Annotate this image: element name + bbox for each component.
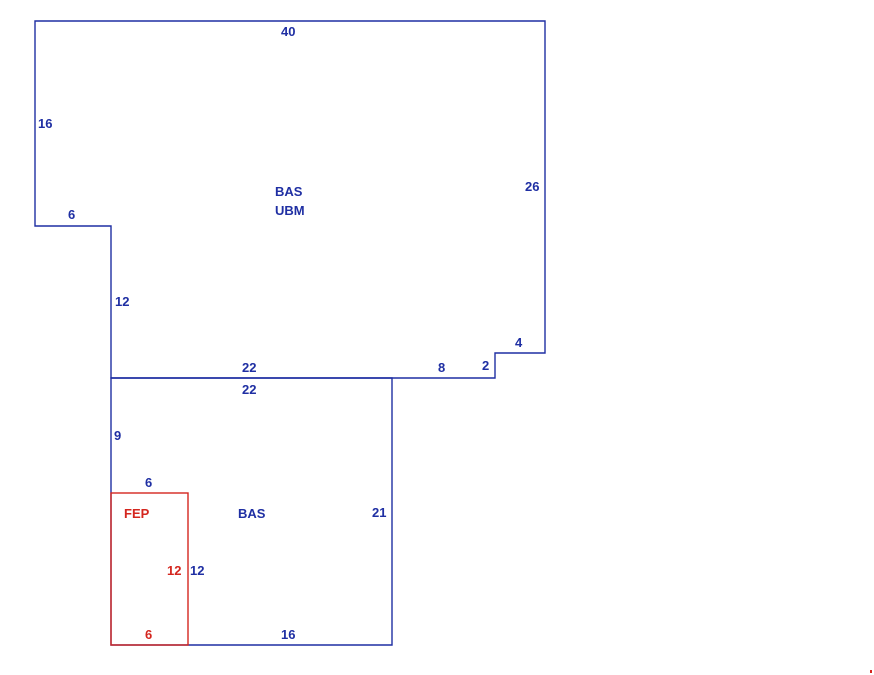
lower-dim-left: 9	[114, 428, 121, 443]
porch-dim-bottom: 6	[145, 627, 152, 642]
upper-dim-right-step: 4	[515, 335, 523, 350]
upper-area-code-1: BAS	[275, 184, 303, 199]
upper-dim-bottom: 22	[242, 360, 256, 375]
upper-dim-notch: 2	[482, 358, 489, 373]
upper-area-code-2: UBM	[275, 203, 305, 218]
upper-dim-left-step: 6	[68, 207, 75, 222]
lower-dim-porch-right: 12	[190, 563, 204, 578]
lower-dim-top: 22	[242, 382, 256, 397]
lower-area-code: BAS	[238, 506, 266, 521]
lower-dim-right: 21	[372, 505, 386, 520]
upper-area-outline	[34, 20, 546, 379]
upper-dim-right: 26	[525, 179, 539, 194]
upper-dim-left: 16	[38, 116, 52, 131]
lower-dim-bottom: 16	[281, 627, 295, 642]
porch-outline	[110, 492, 189, 646]
upper-dim-top: 40	[281, 24, 295, 39]
corner-mark	[870, 670, 872, 673]
porch-dim-right: 12	[167, 563, 181, 578]
lower-dim-porch-top: 6	[145, 475, 152, 490]
upper-dim-left-lower: 12	[115, 294, 129, 309]
upper-dim-bottom-right: 8	[438, 360, 445, 375]
porch-area-code: FEP	[124, 506, 150, 521]
